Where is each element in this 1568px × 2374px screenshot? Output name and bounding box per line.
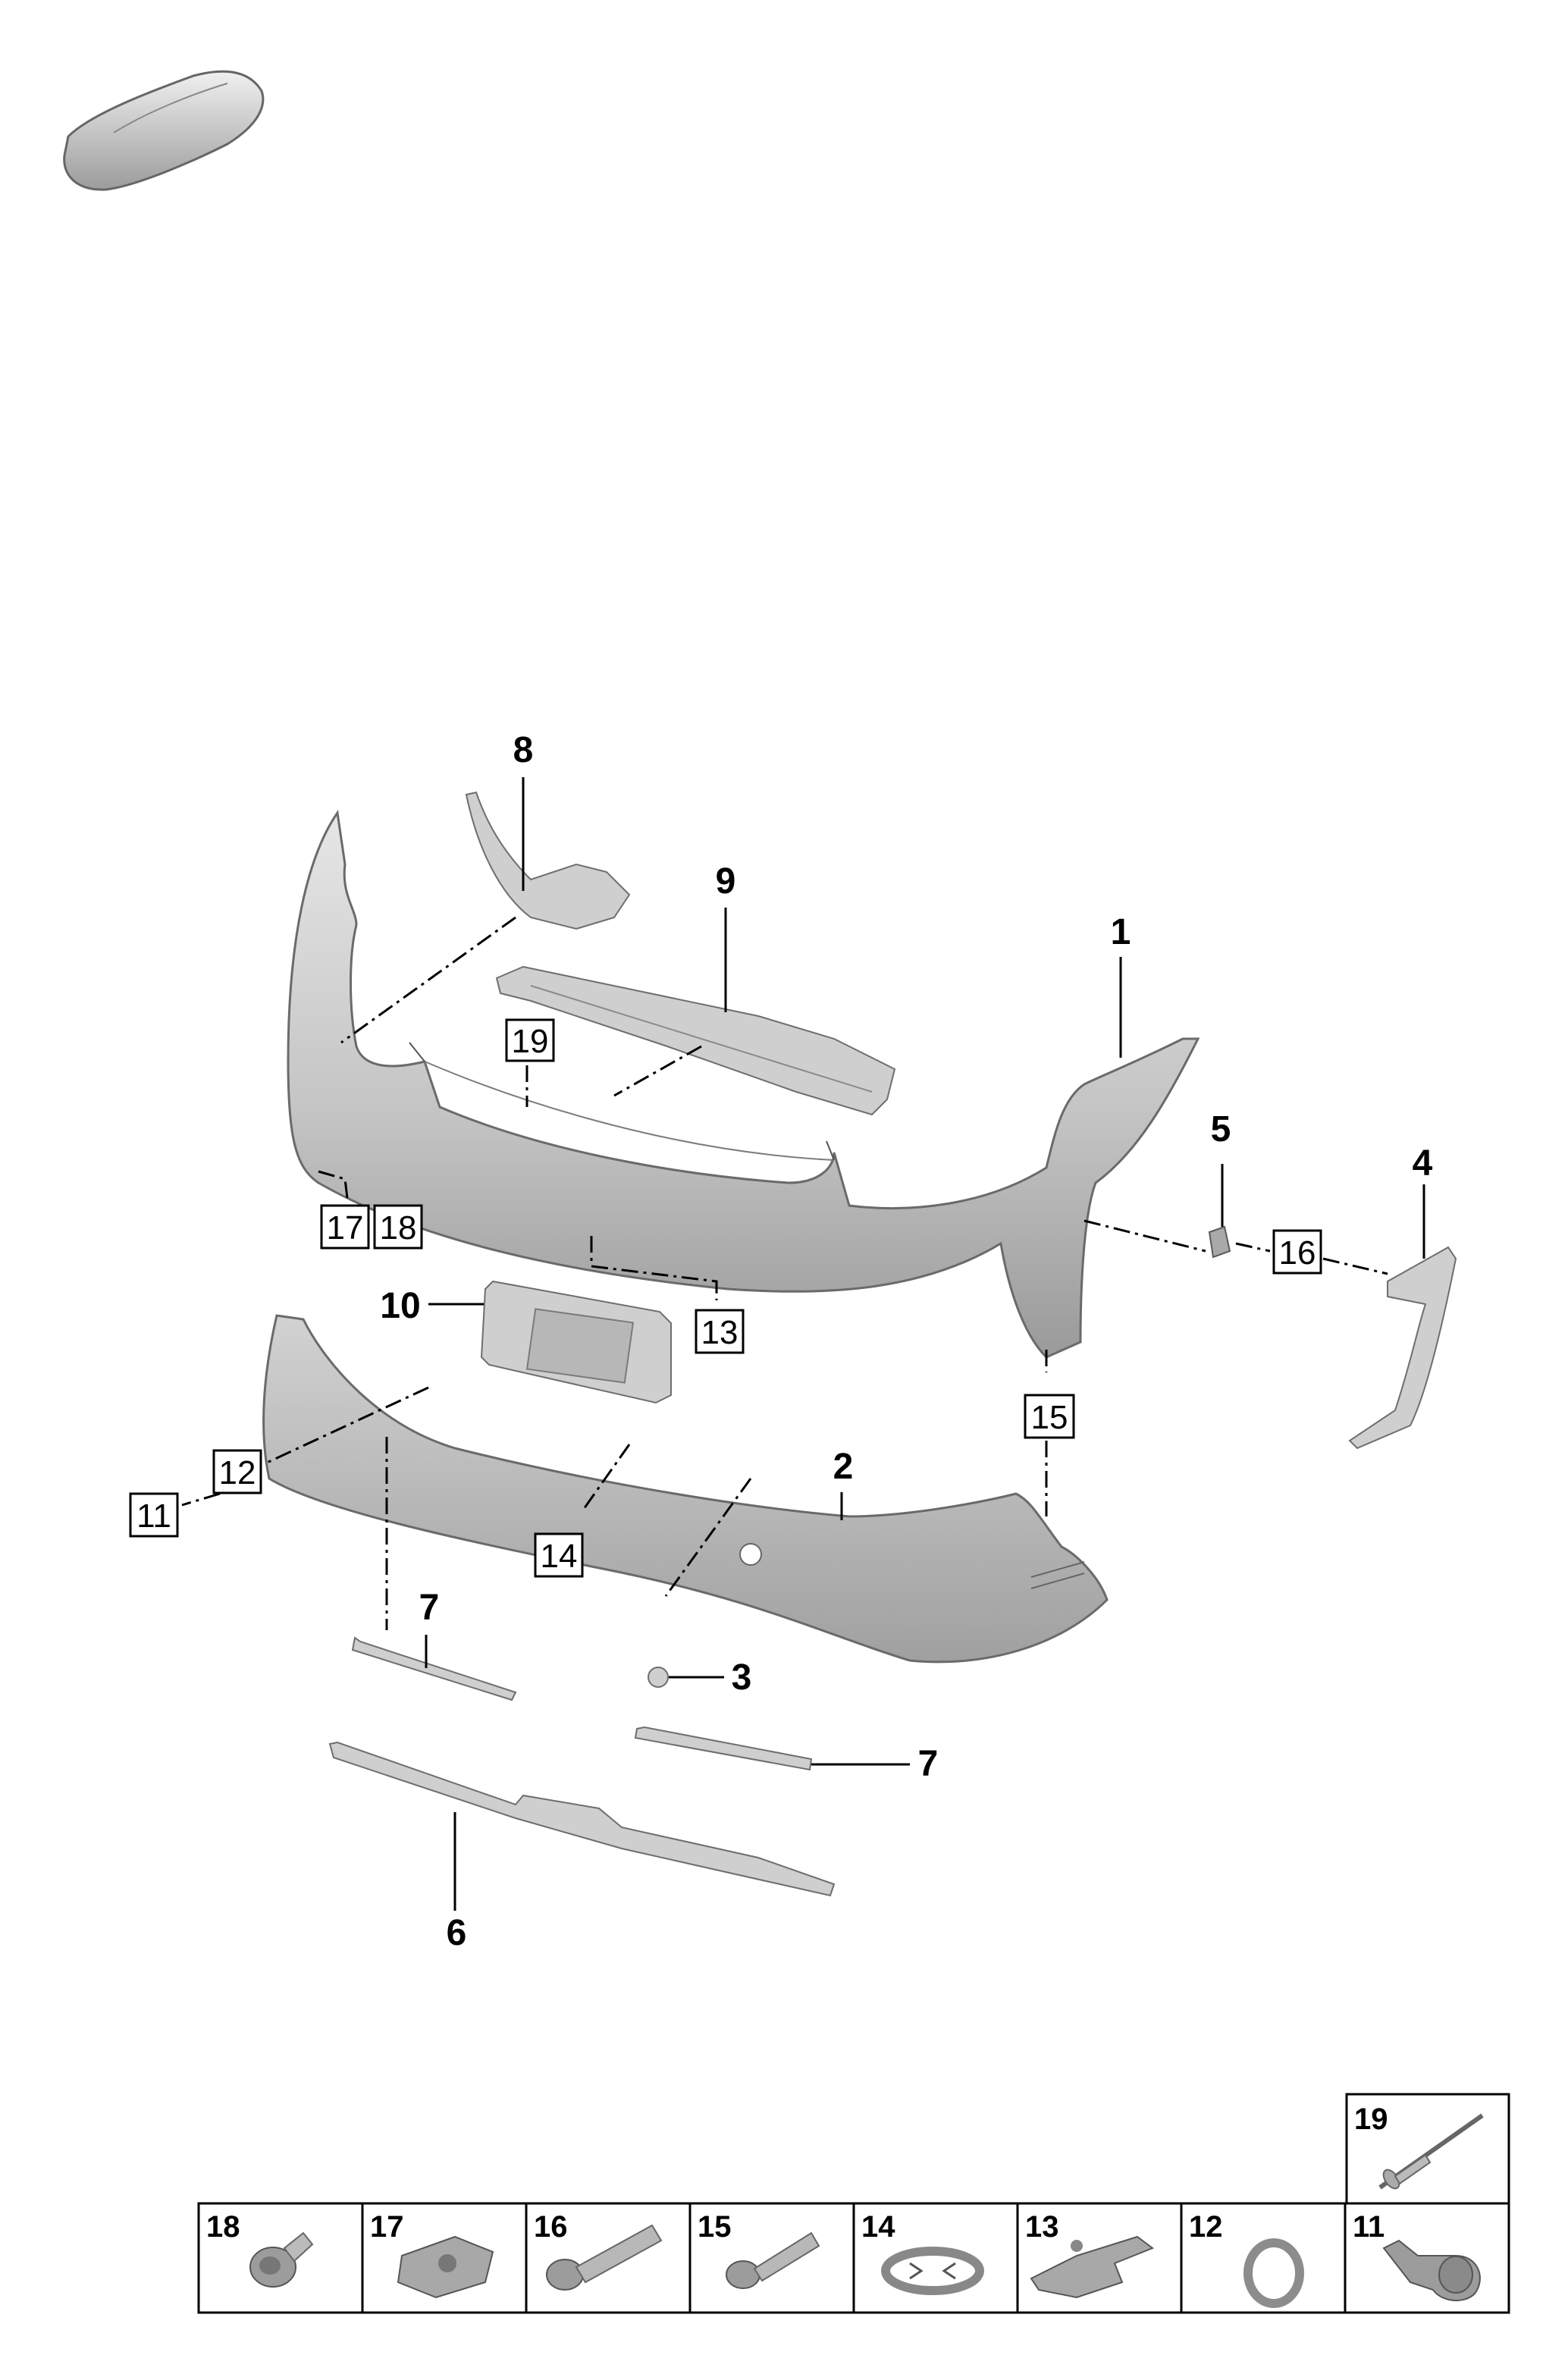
table-cell-19: 19 bbox=[1345, 2093, 1510, 2205]
part-7-strip-left bbox=[351, 1636, 517, 1701]
callout-numbers: 1 2 3 4 5 6 7 7 8 9 10 bbox=[380, 730, 1432, 1953]
svg-text:17: 17 bbox=[370, 2210, 404, 2244]
ref-box-11: 11 bbox=[129, 1492, 179, 1538]
table-cell-15: 15 bbox=[698, 2210, 820, 2289]
clip-nut-icon bbox=[397, 2235, 494, 2299]
callout-3: 3 bbox=[732, 1657, 752, 1698]
svg-text:13: 13 bbox=[1025, 2210, 1059, 2244]
table-cell-16: 16 bbox=[534, 2210, 663, 2291]
part-5-clip bbox=[1208, 1225, 1231, 1259]
svg-text:13: 13 bbox=[701, 1314, 739, 1351]
ref-box-16: 16 bbox=[1272, 1229, 1322, 1275]
ref-box-17: 17 bbox=[320, 1204, 370, 1250]
callout-6: 6 bbox=[447, 1913, 467, 1953]
svg-text:11: 11 bbox=[1353, 2210, 1385, 2244]
ref-box-15: 15 bbox=[1024, 1394, 1075, 1439]
ref-box-13: 13 bbox=[695, 1309, 745, 1354]
svg-text:15: 15 bbox=[698, 2210, 732, 2244]
part-7-strip-right bbox=[634, 1726, 813, 1771]
svg-text:16: 16 bbox=[534, 2210, 568, 2244]
vehicle-silhouette-icon bbox=[63, 70, 265, 191]
callout-10: 10 bbox=[380, 1286, 420, 1326]
svg-text:19: 19 bbox=[1354, 2103, 1388, 2136]
callout-1: 1 bbox=[1111, 912, 1131, 952]
table-cell-11: 11 bbox=[1353, 2210, 1481, 2302]
ref-box-14: 14 bbox=[534, 1532, 584, 1578]
sensor-holder-icon bbox=[1382, 2239, 1481, 2302]
svg-text:14: 14 bbox=[861, 2210, 895, 2244]
part-8-bracket bbox=[465, 791, 631, 930]
svg-text:11: 11 bbox=[136, 1497, 171, 1535]
svg-text:18: 18 bbox=[206, 2210, 240, 2244]
callout-5: 5 bbox=[1211, 1109, 1231, 1149]
callout-8: 8 bbox=[513, 730, 534, 770]
part-9-reinforcement bbox=[495, 965, 896, 1116]
tapping-screw-icon bbox=[726, 2231, 820, 2289]
leader-lines bbox=[425, 777, 1425, 1911]
boxed-references: 19 17 18 13 16 15 12 11 bbox=[129, 1018, 1322, 1578]
assembly-lines bbox=[181, 916, 1388, 1630]
part-3-cap bbox=[648, 1667, 669, 1688]
retaining-ring-icon bbox=[881, 2247, 984, 2295]
ref-box-12: 12 bbox=[212, 1449, 262, 1494]
collar-screw-icon bbox=[249, 2231, 314, 2288]
callout-9: 9 bbox=[716, 861, 736, 902]
table-cell-12: 12 bbox=[1189, 2210, 1304, 2308]
mounting-clip-icon bbox=[1030, 2235, 1155, 2299]
table-cell-14: 14 bbox=[861, 2210, 984, 2295]
grommet-icon bbox=[1243, 2238, 1304, 2308]
part-10-plate-holder bbox=[480, 1280, 672, 1404]
part-2-lower-diffuser bbox=[262, 1314, 1109, 1664]
long-screw-icon bbox=[546, 2224, 663, 2291]
table-cell-17: 17 bbox=[370, 2210, 494, 2299]
part-1-bumper-cover bbox=[287, 810, 1200, 1359]
table-cell-13: 13 bbox=[1025, 2210, 1155, 2299]
part-6-trim-strip bbox=[328, 1741, 836, 1897]
callout-7-left: 7 bbox=[419, 1588, 440, 1628]
rivet-icon bbox=[1378, 2113, 1484, 2190]
callout-7-right: 7 bbox=[918, 1744, 939, 1784]
ref-box-19: 19 bbox=[505, 1018, 555, 1062]
callout-4: 4 bbox=[1413, 1143, 1433, 1184]
svg-text:12: 12 bbox=[1189, 2210, 1223, 2244]
svg-text:18: 18 bbox=[380, 1209, 417, 1247]
svg-text:14: 14 bbox=[541, 1538, 578, 1575]
fastener-table: 19 18 17 bbox=[197, 2093, 1510, 2314]
svg-text:15: 15 bbox=[1031, 1399, 1068, 1436]
svg-text:17: 17 bbox=[327, 1209, 364, 1247]
ref-box-18: 18 bbox=[373, 1204, 423, 1250]
svg-text:19: 19 bbox=[512, 1023, 549, 1060]
part-4-side-trim bbox=[1348, 1246, 1457, 1450]
callout-2: 2 bbox=[833, 1447, 854, 1487]
svg-text:12: 12 bbox=[219, 1454, 256, 1491]
table-cell-18: 18 bbox=[206, 2210, 314, 2288]
svg-text:16: 16 bbox=[1279, 1234, 1316, 1272]
